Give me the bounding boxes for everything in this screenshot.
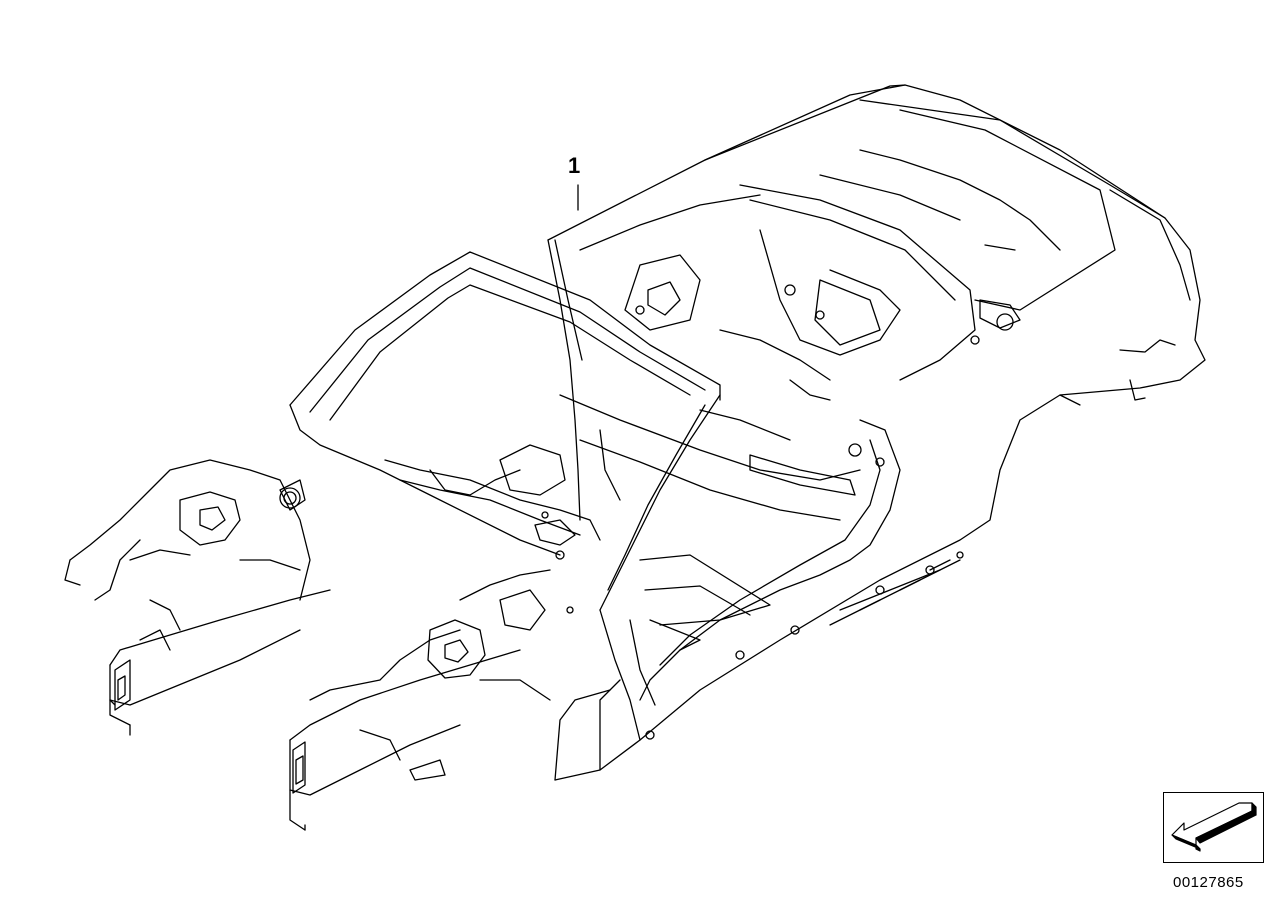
left-front-rail (109, 589, 331, 736)
door-opening (547, 239, 901, 741)
right-wheel-housing (309, 569, 551, 781)
rear-bulkhead (579, 149, 1061, 401)
floor-pan (559, 394, 861, 651)
side-sill (554, 559, 961, 781)
callout-label: 1 (568, 153, 581, 178)
direction-arrow-icon (1171, 802, 1257, 852)
right-front-rail (289, 649, 521, 831)
left-wheel-housing (64, 459, 311, 651)
front-cowl (384, 444, 601, 546)
part-number: 00127865 (1173, 874, 1244, 891)
windshield-frame (289, 251, 721, 611)
orientation-indicator (1163, 792, 1264, 863)
rear-body-outline (547, 84, 1206, 781)
mounting-holes (279, 284, 1014, 740)
